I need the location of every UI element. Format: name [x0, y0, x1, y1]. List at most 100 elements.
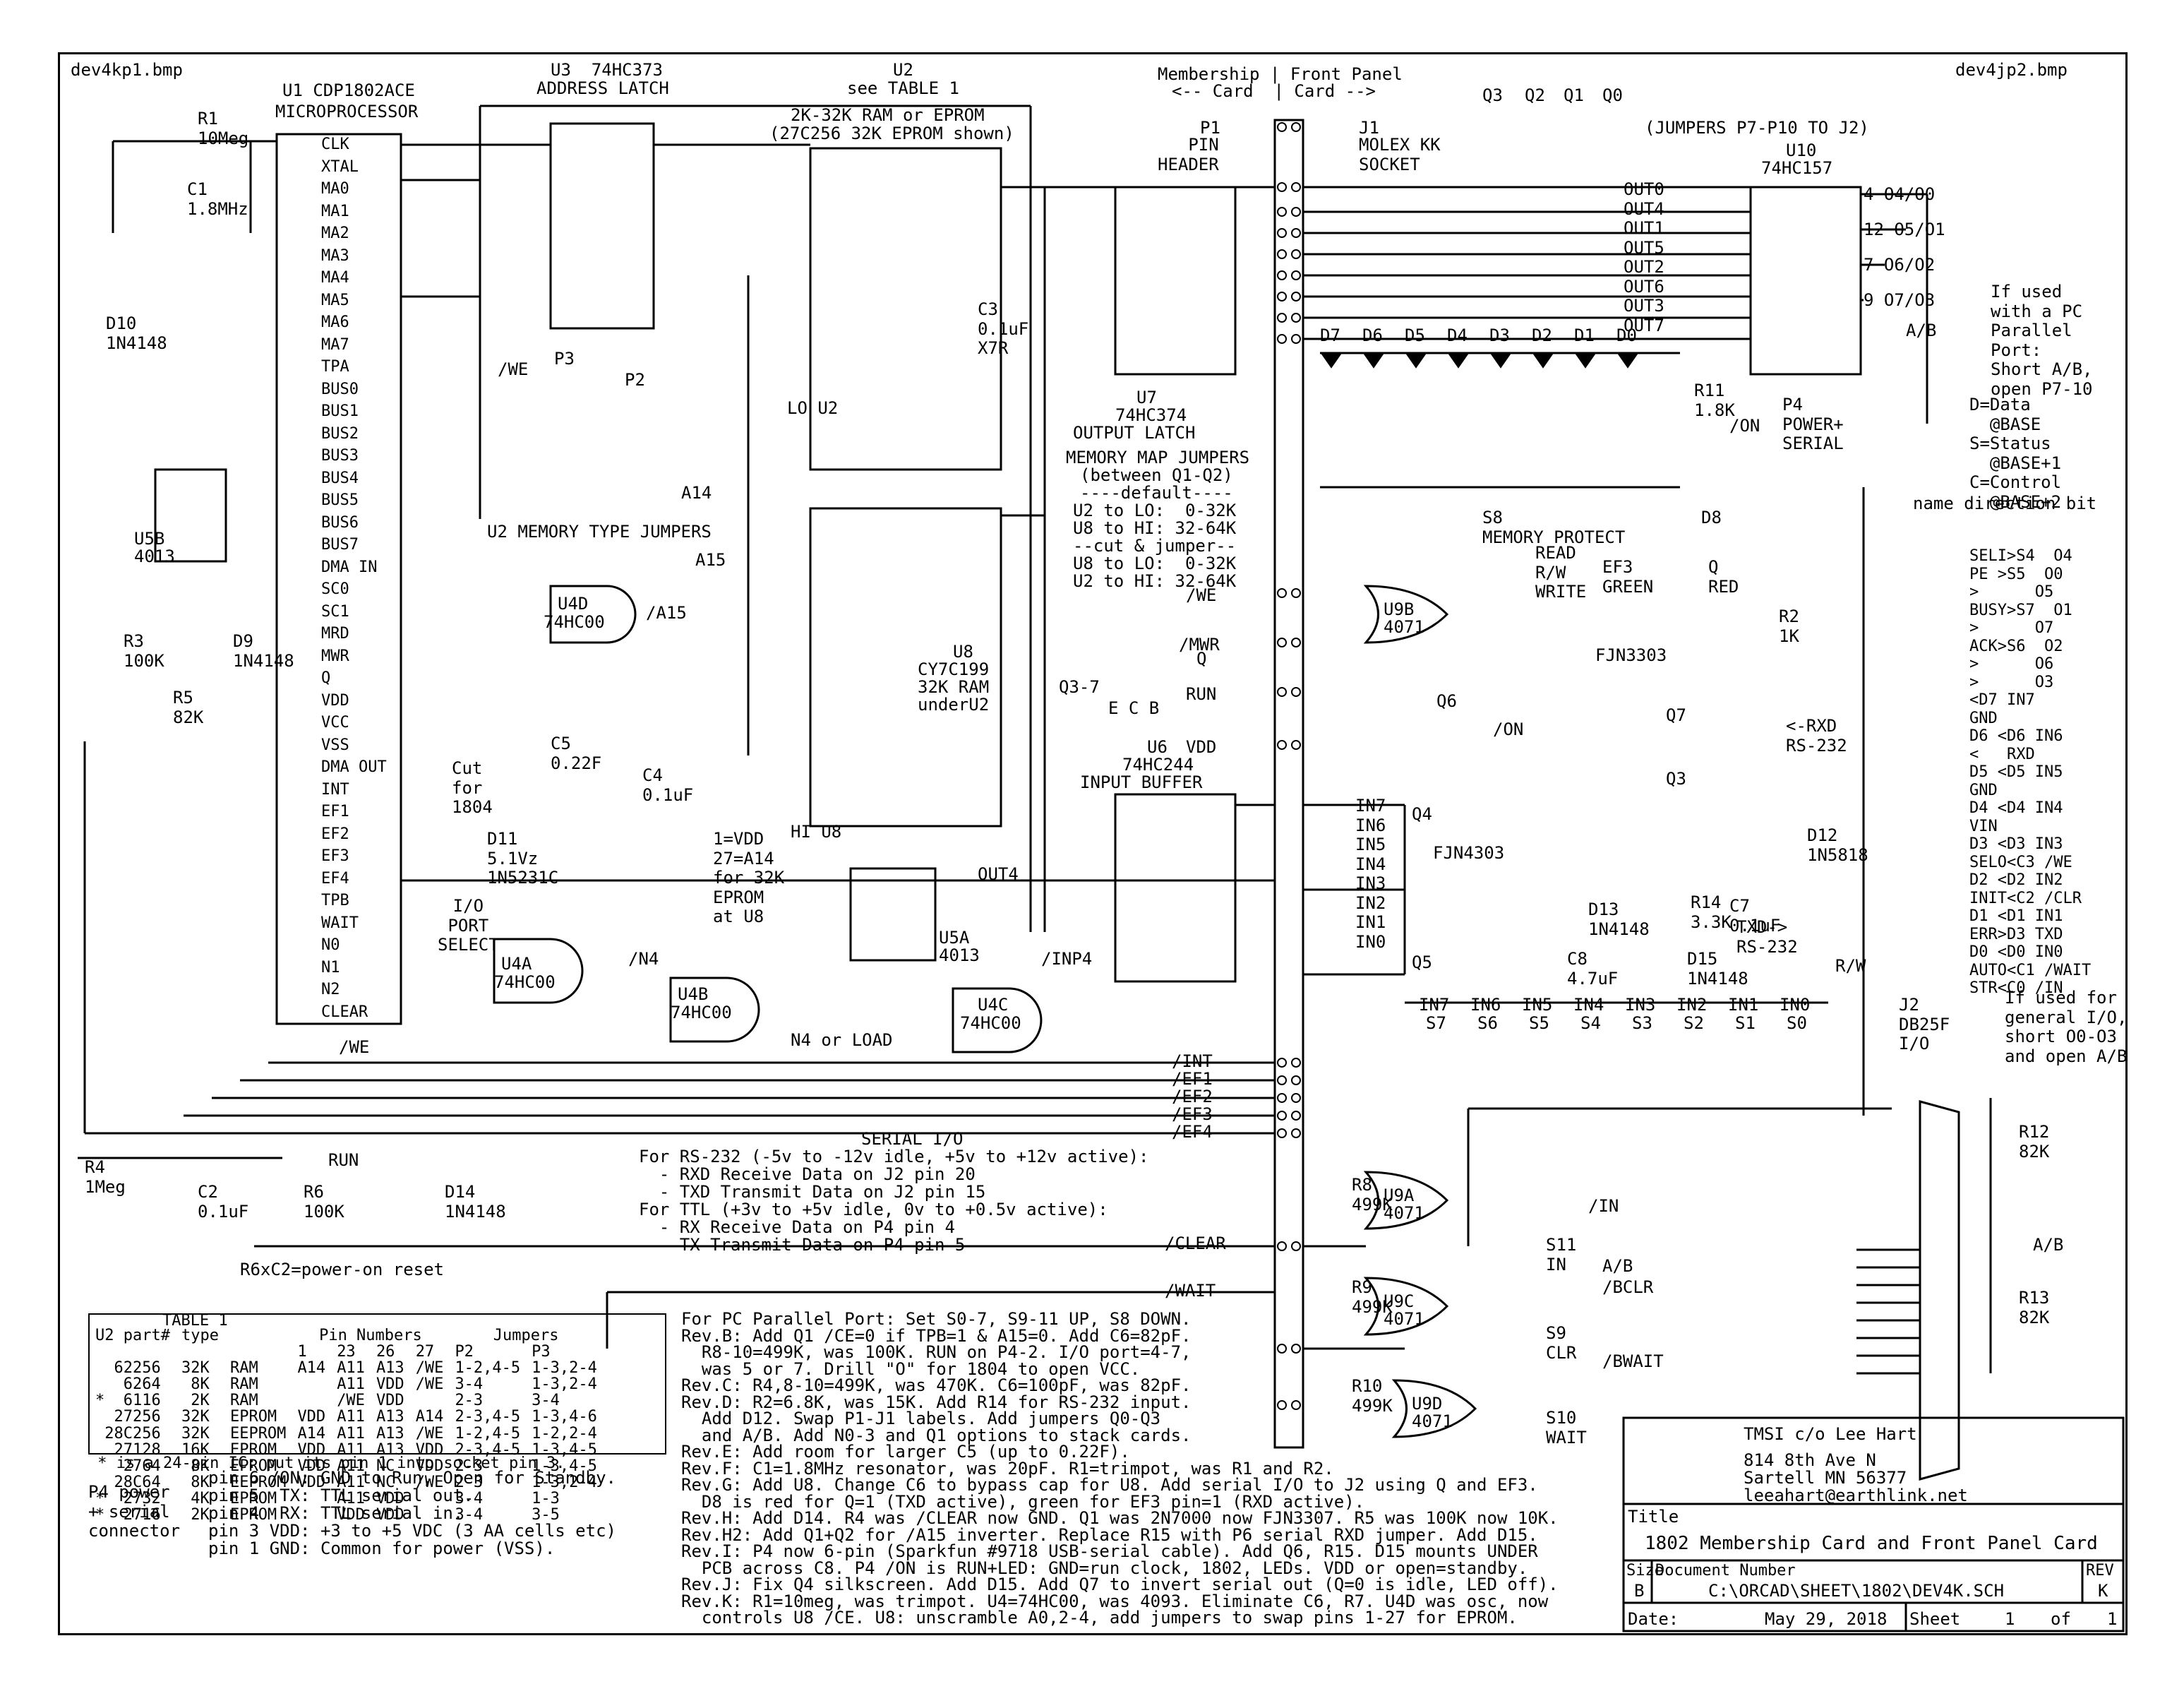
- table1-cell: 1-3: [532, 1489, 560, 1507]
- memmap-l3: U8 to LO: 0-32K: [1073, 554, 1237, 573]
- u5b-name: U5B: [134, 529, 165, 549]
- u1-pin-15: BUS4: [321, 469, 359, 487]
- table1-cell: 32K: [181, 1408, 210, 1426]
- table1-cell: 32K: [181, 1359, 210, 1378]
- table1-cell: 3-4: [532, 1392, 560, 1410]
- u6-body: [1114, 793, 1237, 983]
- u5a-name: U5A: [939, 928, 970, 948]
- j2-pin-11: < RXD: [1969, 745, 2035, 763]
- u7-out-1: OUT4: [1624, 198, 1664, 219]
- r5-label: R5 82K: [173, 688, 204, 727]
- switch-name-0: S7: [1426, 1013, 1446, 1033]
- on-signal-2: /ON: [1493, 719, 1524, 739]
- serial-io-title: SERIAL I/O: [861, 1129, 964, 1149]
- table1-cell: VDD: [297, 1473, 326, 1491]
- table1-cell: RAM: [229, 1392, 258, 1410]
- u1-pin-22: MRD: [321, 625, 349, 643]
- u10-out-0: 4 O4/O0: [1864, 184, 1936, 204]
- u1-pin-21: SC1: [321, 602, 349, 621]
- wait-signal: /WAIT: [1165, 1281, 1216, 1301]
- u1-pin-14: BUS3: [321, 447, 359, 465]
- u1-pin-35: WAIT: [321, 914, 359, 932]
- u1-pin-12: BUS1: [321, 402, 359, 420]
- c1-label: C1 1.8MHz: [187, 179, 248, 219]
- table1-cell: 1-3,2-4: [532, 1473, 597, 1491]
- table1-cell: /WE: [337, 1392, 365, 1410]
- table1-head-pins: Pin Numbers: [319, 1327, 422, 1344]
- mwr-signal: /MWR: [1179, 635, 1220, 655]
- tb-size-label: Size: [1626, 1562, 1664, 1579]
- tb-of: 1: [2107, 1609, 2118, 1629]
- j2-pin-15: VIN: [1969, 817, 1998, 835]
- cut-label: Cut for 1804: [452, 758, 493, 818]
- table1-head-part: U2 part#: [95, 1327, 170, 1344]
- name-direction-label: name direction bit: [1913, 494, 2097, 513]
- u1-pin-37: N1: [321, 958, 340, 977]
- u1-pin-1: XTAL: [321, 157, 359, 176]
- we-signal-3: /WE: [339, 1037, 370, 1057]
- u7-out-2: OUT1: [1624, 218, 1664, 238]
- d8-label: D8: [1701, 508, 1722, 527]
- d12-label: D12 1N5818: [1807, 825, 1868, 865]
- u3-body: [549, 122, 655, 330]
- revision-line-7: and A/B. Add N0-3 and Q1 options to stac…: [681, 1425, 1192, 1445]
- u1-pin-4: MA2: [321, 225, 349, 242]
- u1-pin-33: EF4: [321, 869, 349, 888]
- ef2-signal: /EF2: [1172, 1087, 1213, 1106]
- u7-out-0: OUT0: [1624, 179, 1664, 199]
- j2-label: J2 DB25F I/O: [1899, 995, 1950, 1054]
- u8-desc3: underU2: [918, 695, 990, 715]
- table1-cell: 1-2,4-5: [455, 1424, 521, 1443]
- q3-label: Q3: [1482, 85, 1503, 105]
- table1: U2 part# type Pin Numbers Jumpers 1 23 2…: [90, 1327, 603, 1523]
- table1-cell: 8K: [181, 1375, 210, 1394]
- u1-pin-5: MA3: [321, 246, 349, 265]
- u9b-gate: [1363, 585, 1449, 644]
- fjn3303-label: FJN3303: [1595, 645, 1667, 665]
- serial-line-1: - RXD Receive Data on J2 pin 20: [639, 1164, 976, 1184]
- j2-pin-1: PE >S5 O0: [1969, 565, 2063, 583]
- q-red-label: Q RED: [1708, 557, 1739, 597]
- u1-pin-13: BUS2: [321, 424, 359, 443]
- u6-in-7: IN0: [1355, 931, 1386, 952]
- u4c-desc: 74HC00: [960, 1013, 1021, 1033]
- we-signal-2: /WE: [1186, 585, 1217, 605]
- table1-cell: A11: [337, 1359, 365, 1378]
- u6-in-6: IN1: [1355, 912, 1386, 932]
- u1-pin-7: MA5: [321, 291, 349, 309]
- u3-name: U3 74HC373: [551, 60, 663, 80]
- u6-desc2: INPUT BUFFER: [1080, 772, 1203, 792]
- u1-pin-39: CLEAR: [321, 1003, 368, 1021]
- s10-label: S10 WAIT: [1546, 1408, 1587, 1447]
- revision-line-2: R8-10=499K, was 100K. RUN on P4-2. I/O p…: [681, 1342, 1192, 1362]
- serial-line-2: - TXD Transmit Data on J2 pin 15: [639, 1182, 986, 1202]
- table1-cell: 8K: [181, 1457, 210, 1475]
- table1-cell: 1-3,4-5: [532, 1457, 597, 1475]
- membership-label: Membership | Front Panel: [1158, 64, 1403, 84]
- revision-line-12: Rev.H: Add D14. R4 was /CLEAR now GND. Q…: [681, 1508, 1559, 1528]
- u1-pin-3: MA1: [321, 202, 349, 220]
- tb-addr2: Sartell MN 56377: [1744, 1468, 1907, 1488]
- u1-pin-8: MA6: [321, 313, 349, 331]
- d15-label: D15 1N4148: [1687, 949, 1748, 989]
- s11-label: S11 IN: [1546, 1235, 1577, 1274]
- u1-pin-25: VDD: [321, 691, 349, 710]
- r1-label: R1 10Meg: [198, 109, 249, 148]
- u1-pin-31: EF2: [321, 825, 349, 843]
- table1-cell: A11: [337, 1440, 365, 1459]
- tb-docnum: C:\ORCAD\SHEET\1802\DEV4K.SCH: [1708, 1581, 2005, 1601]
- q6-label: Q6: [1436, 691, 1457, 711]
- switch-in-label-7: IN0: [1780, 995, 1811, 1015]
- u9c-name: U9C: [1384, 1291, 1415, 1311]
- led-label-3: D4: [1447, 326, 1468, 345]
- u1-pin-29: INT: [321, 780, 349, 799]
- switch-name-6: S1: [1735, 1013, 1756, 1033]
- revision-line-14: Rev.I: P4 now 6-pin (Sparkfun #9718 USB-…: [681, 1541, 1538, 1561]
- tb-sheet-label: Sheet: [1909, 1609, 1961, 1629]
- j2-pin-20: D1 <D1 IN1: [1969, 907, 2063, 925]
- p2-label: P2: [625, 370, 645, 390]
- on-signal: /ON: [1729, 416, 1760, 436]
- table1-cell: EPROM: [229, 1506, 277, 1524]
- bclr-label: /BCLR: [1602, 1277, 1654, 1297]
